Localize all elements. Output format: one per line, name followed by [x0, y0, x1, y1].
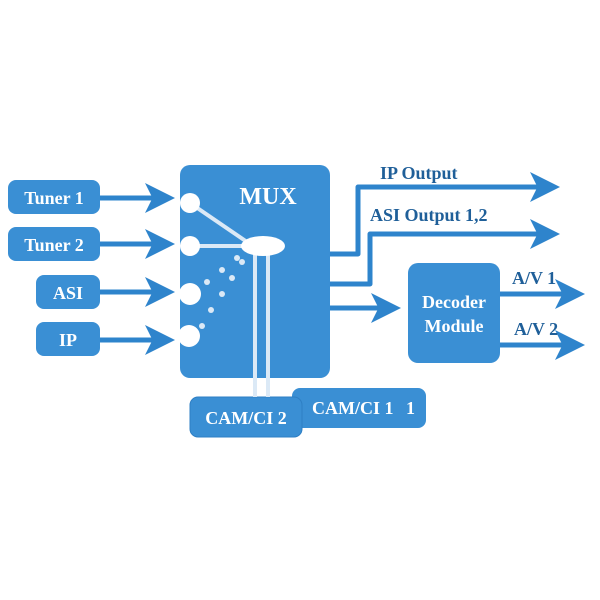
mux-block: MUX — [178, 165, 330, 397]
mux-label: MUX — [239, 184, 297, 210]
switch-port-3 — [179, 283, 201, 305]
switch-port-1 — [180, 193, 200, 213]
av1-label: A/V 1 — [512, 268, 556, 288]
cam-ci-1: CAM/CI 1 1 — [292, 388, 426, 428]
decoder-label-line1: Decoder — [422, 292, 486, 312]
cam2-label: CAM/CI 2 — [205, 408, 287, 428]
ip-output-label: IP Output — [380, 163, 458, 183]
cam1-number: 1 — [406, 398, 415, 418]
decoder-label-line2: Module — [424, 316, 483, 336]
input-tuner1: Tuner 1 — [8, 180, 100, 214]
switch-port-4 — [178, 325, 200, 347]
decoder-module: Decoder Module — [408, 263, 500, 363]
arrow-asi-output — [330, 219, 560, 287]
cam-ci-2: CAM/CI 2 — [189, 396, 303, 438]
asi-output-label: ASI Output 1,2 — [370, 205, 488, 225]
input-tuner2: Tuner 2 — [8, 227, 100, 261]
asi-label: ASI — [53, 283, 83, 303]
switch-port-2 — [180, 236, 200, 256]
av2-label: A/V 2 — [514, 319, 558, 339]
tuner2-label: Tuner 2 — [24, 235, 84, 255]
ip-label: IP — [59, 330, 77, 350]
input-ip: IP — [36, 322, 100, 356]
input-asi: ASI — [36, 275, 100, 309]
tuner1-label: Tuner 1 — [24, 188, 84, 208]
cam1-label: CAM/CI 1 — [312, 398, 394, 418]
switch-hub — [241, 236, 285, 256]
arrow-ip-output — [330, 172, 560, 257]
